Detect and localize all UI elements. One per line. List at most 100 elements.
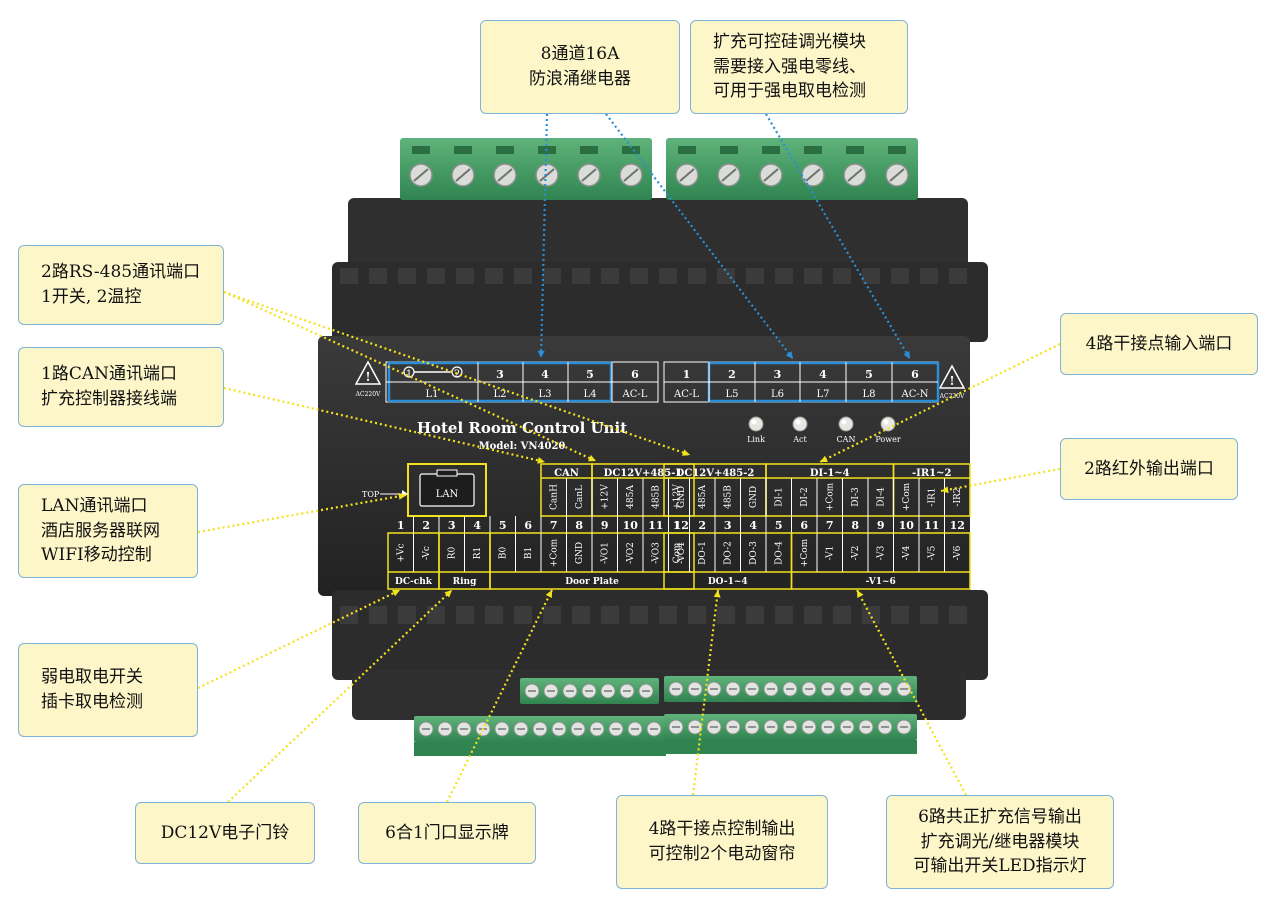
callout-v-output: 6路共正扩充信号输出 扩充调光/继电器模块 可输出开关LED指示灯 [886,795,1114,889]
top-right-terminal-block [666,138,918,200]
pin-number: 6 [524,519,532,532]
pin-label: +Com [825,482,835,511]
arrowhead-icon [392,590,400,597]
group-header: CAN [554,468,579,479]
pin-label: GND [677,486,687,508]
status-led-icon [792,416,808,432]
group-header: DI-1~4 [810,468,850,479]
pin-number: 2 [698,519,706,532]
terminal-number: 3 [496,368,504,381]
pin-label: -IR2 [953,487,963,506]
svg-text:!: ! [949,374,954,388]
terminal-slot [888,146,906,154]
pin-label: +12V [672,484,682,510]
leader-line [227,589,453,803]
top-label: TOP [362,490,380,499]
pin-label: -V2 [851,546,861,561]
pin-number: 8 [575,519,583,532]
leader-line [605,113,794,360]
terminal-number: 3 [774,368,782,381]
status-led-icon [838,416,854,432]
terminal-slot [454,146,472,154]
pin-label: +Com [549,538,559,567]
pin-label: DO-4 [774,541,784,565]
pin-label: -IR1 [927,487,937,506]
terminal-number: 5 [865,368,873,381]
pin-number: 4 [749,519,757,532]
device-title: Hotel Room Control Unit [417,419,627,437]
terminal-number: 4 [541,368,549,381]
group-header: -IR1~2 [912,468,951,479]
pin-label: -VO3 [651,542,661,564]
led-label: Act [792,435,807,444]
pin-number: 7 [826,519,834,532]
pin-label: -V6 [953,545,963,560]
terminal-label: L3 [538,389,551,400]
terminal-number: 4 [819,368,827,381]
leader-line [856,589,967,796]
pin-label: GND [749,486,759,508]
pin-label: -VO1 [600,542,610,564]
terminal-number: 2 [728,368,736,381]
arrowhead-icon [398,492,406,500]
arrowhead-icon [713,590,721,598]
led-label: Power [875,435,900,444]
pin-number: 10 [623,519,639,532]
group-footer: DC-chk [395,577,433,587]
pin-label: B1 [524,547,534,559]
pin-number: 10 [899,519,915,532]
pin-label: 485B [723,485,733,509]
pin-number: 9 [877,519,885,532]
pin-label: DO-1 [698,541,708,565]
callout-rs485: 2路RS-485通讯端口 1开关, 2温控 [18,245,224,325]
pin-label: DO-2 [723,541,733,565]
pin-label: -V4 [902,545,912,560]
callout-dry-contact-output: 4路干接点控制输出 可控制2个电动窗帘 [616,795,828,889]
pin-label: -V5 [927,545,937,560]
pin-label: +Com [800,538,810,567]
arrowhead-icon [820,455,828,462]
arrowhead-icon [537,456,545,464]
terminal-label: AC-L [622,389,648,400]
device-model: Model: VN4020 [479,441,566,452]
svg-text:!: ! [365,370,370,384]
led-label: CAN [837,435,856,444]
terminal-label: L2 [493,389,506,400]
pin-label: 485B [651,485,661,509]
leader-line [223,290,597,463]
arrowhead-icon [857,590,864,598]
leader-line [765,113,911,360]
terminal-label: L4 [583,389,596,400]
group-header: DC12V+485-2 [676,468,755,479]
pin-label: -VO4 [677,542,687,564]
callout-lan: LAN通讯端口 酒店服务器联网 WIFI移动控制 [18,484,198,578]
arrowhead-icon [682,449,690,456]
terminal-slot [804,146,822,154]
terminal-number: 1 [683,368,691,381]
pin-number: 12 [674,519,689,532]
leader-line [197,493,407,534]
leader-line [223,290,691,457]
pin-number: 8 [851,519,859,532]
pin-number: 12 [950,519,965,532]
pin-label: -V3 [876,545,886,560]
pin-label: +Com [902,482,912,511]
pin-label: Com [672,542,682,563]
terminal-slot [580,146,598,154]
callout-relay: 8通道16A 防浪涌继电器 [480,20,680,114]
pin-number: 11 [648,519,663,532]
pin-number: 3 [448,519,456,532]
terminal-label: AC-L [673,389,699,400]
terminal-number: 6 [911,368,919,381]
pin-number: 9 [601,519,609,532]
callout-doorplate: 6合1门口显示牌 [358,802,536,864]
pin-number: 6 [800,519,808,532]
pin-label: -Vc [422,546,432,560]
arrowhead-icon [537,350,545,358]
lan-label: LAN [436,489,459,500]
lan-port: LAN TOP [362,463,487,517]
pin-label: GND [575,542,585,564]
pin-label: +12V [600,484,610,510]
